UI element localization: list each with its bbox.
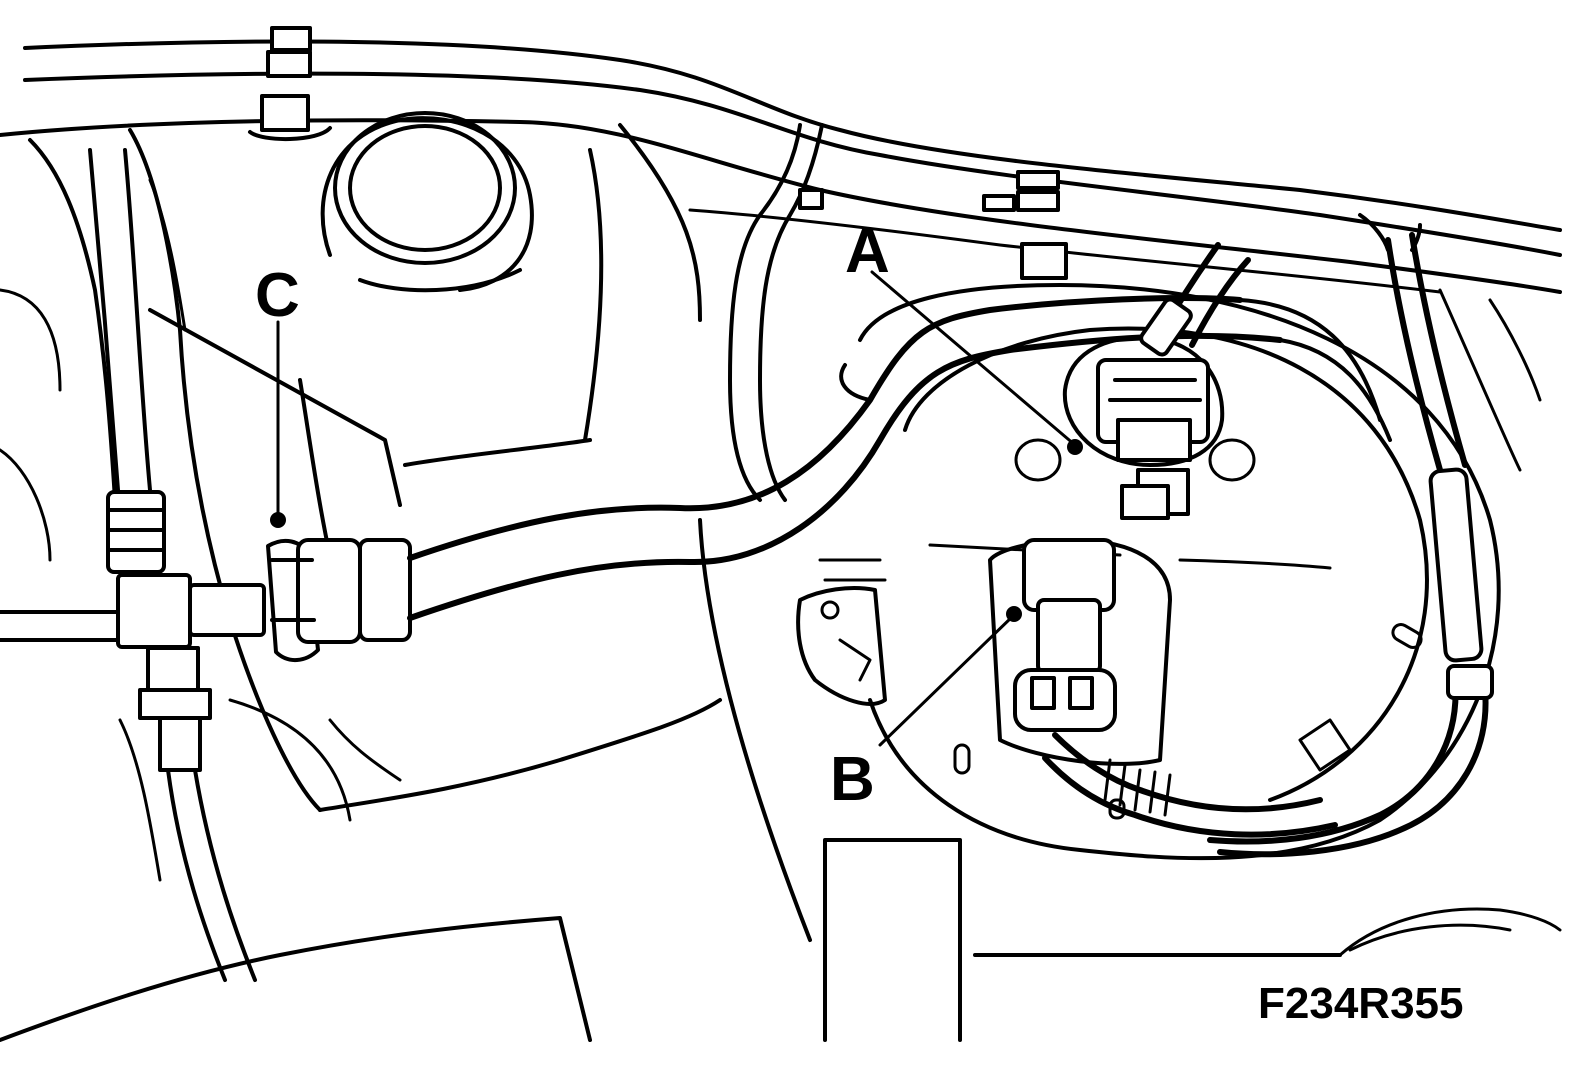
- pump-flange: [796, 283, 1501, 861]
- callout-a-dot: [1067, 439, 1083, 455]
- fuel-tank: [0, 123, 812, 942]
- right-fuel-hose: [1207, 213, 1542, 858]
- callout-a-label: A: [845, 217, 890, 286]
- callout-b-dot: [1006, 606, 1022, 622]
- callout-b-label: B: [830, 745, 875, 814]
- callout-leaders: [270, 270, 1083, 747]
- main-fuel-hose: [407, 295, 1392, 621]
- callout-c-dot: [270, 512, 286, 528]
- upper-harness: [728, 123, 824, 502]
- top-body-rails: [0, 39, 1562, 294]
- callout-c-label: C: [255, 261, 300, 330]
- left-fuel-lines: [0, 148, 266, 982]
- pump-top-connector: [1062, 242, 1251, 516]
- pump-bottom-connector: [988, 484, 1338, 838]
- quick-connector-c: [266, 538, 412, 662]
- rail-clips: [248, 26, 1068, 280]
- bottom-structures: [0, 838, 1562, 1042]
- figure-code: F234R355: [1258, 979, 1463, 1028]
- filler-dome: [320, 111, 534, 293]
